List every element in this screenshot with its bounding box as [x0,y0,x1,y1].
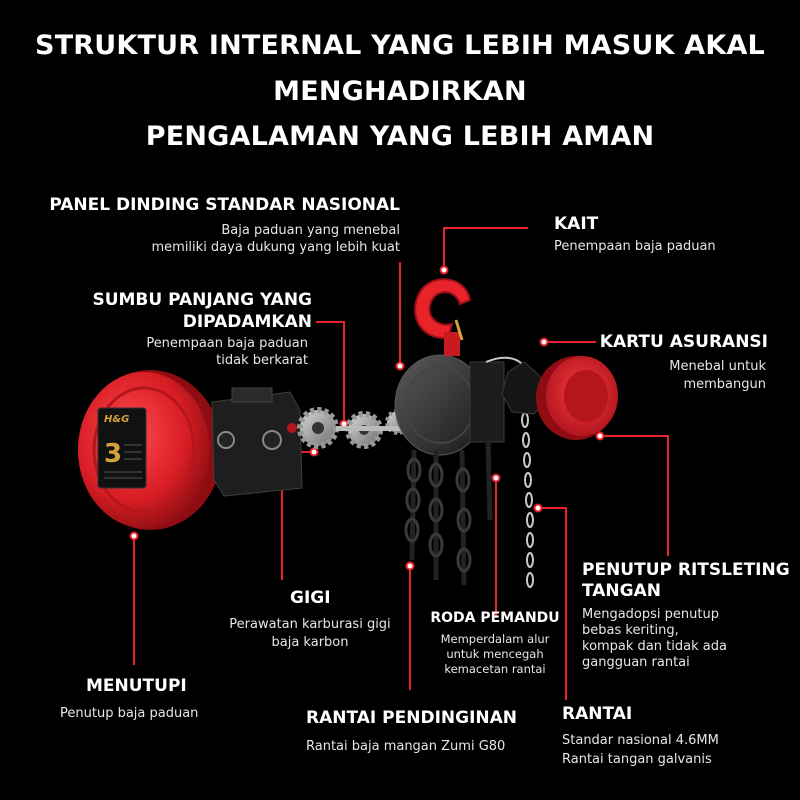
label-plate-lines [104,444,142,479]
left-red-cover [78,370,222,530]
gear-1 [297,407,339,449]
kait-desc-1: Penempaan baja paduan [554,239,716,254]
kartu-title: KARTU ASURANSI [599,332,768,352]
panel-desc-1: Baja paduan yang menebal [221,223,400,238]
menutupi-title: MENUTUPI [86,676,187,696]
kait-title: KAIT [554,214,599,234]
capacity-number: 3 [104,439,122,469]
headline-line-3: PENGALAMAN YANG LEBIH AMAN [145,121,655,152]
hook [414,278,472,356]
rantai-pendinginan-title: RANTAI PENDINGINAN [306,708,518,728]
rantai-desc-1: Standar nasional 4.6MM [562,733,719,748]
main-housing [394,354,505,456]
roda-title: RODA PEMANDU [430,610,560,626]
roda-desc-2: untuk mencegah [446,647,544,661]
penutup-desc-3: kompak dan tidak ada [582,639,727,654]
load-chain [409,439,493,586]
rantai-title: RANTAI [562,704,633,724]
long-shaft [336,426,406,431]
gigi-desc-2: baja karbon [271,635,349,650]
gigi-title: GIGI [290,588,331,608]
penutup-title-1: PENUTUP RITSLETING [582,560,790,580]
gigi-desc-1: Perawatan karburasi gigi [229,617,391,632]
panel-desc-2: memiliki daya dukung yang lebih kuat [151,240,401,255]
kartu-desc-1: Menebal untuk [669,359,766,374]
headline-line-2: MENGHADIRKAN [273,76,527,107]
brand-logo: H&G [104,414,129,425]
rantai-pendinginan-desc-1: Rantai baja mangan Zumi G80 [306,739,506,754]
right-red-cap [536,356,618,440]
menutupi-desc-1: Penutup baja paduan [60,706,199,721]
roda-desc-3: kemacetan rantai [444,662,546,676]
sumbu-title-2: DIPADAMKAN [182,312,312,332]
roda-desc-1: Memperdalam alur [440,632,550,646]
penutup-title-2: TANGAN [582,581,661,601]
leader-dots [129,265,605,571]
penutup-desc-4: gangguan rantai [582,655,690,670]
kartu-desc-2: membangun [683,377,766,392]
leader-lines [133,227,669,700]
rantai-desc-2: Rantai tangan galvanis [562,752,712,767]
penutup-desc-2: bebas keriting, [582,623,679,638]
sumbu-title-1: SUMBU PANJANG YANG [92,290,312,310]
sumbu-desc-1: Penempaan baja paduan [146,336,308,351]
wall-plate [211,387,303,497]
penutup-desc-1: Mengadopsi penutup [582,607,719,622]
headline-line-1: STRUKTUR INTERNAL YANG LEBIH MASUK AKAL [35,30,765,61]
sumbu-desc-2: tidak berkarat [216,353,308,368]
panel-title: PANEL DINDING STANDAR NASIONAL [49,195,400,215]
